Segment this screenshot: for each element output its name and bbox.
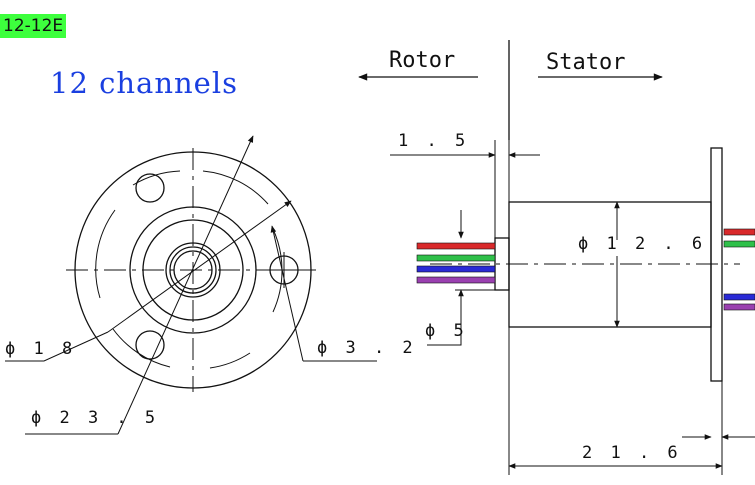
- wire-violet: [416, 276, 496, 284]
- dim-d5: ϕ 5: [425, 321, 468, 341]
- wire-red: [723, 228, 755, 236]
- d18-leader: [107, 200, 292, 333]
- lead-wires: [416, 228, 755, 311]
- wire-blue: [416, 265, 496, 273]
- dim-len-21-6: 2 1 . 6: [582, 443, 682, 463]
- dim-d3-2: ϕ 3 . 2: [317, 338, 417, 358]
- wire-blue: [723, 293, 755, 301]
- wire-green: [723, 240, 755, 248]
- front-view: [5, 135, 377, 435]
- dim-d18: ϕ 1 8: [5, 339, 76, 359]
- wire-violet: [723, 303, 755, 311]
- dim-d12-6: ϕ 1 2 . 6: [578, 234, 706, 254]
- model-tag: 12-12E: [0, 14, 67, 38]
- dim-len-1-5: 1 . 5: [398, 131, 469, 151]
- side-view: [358, 40, 755, 475]
- channel-count-title: 12 channels: [50, 66, 239, 100]
- d3-leader: [270, 225, 304, 362]
- wire-green: [416, 254, 496, 262]
- wire-red: [416, 242, 496, 250]
- d23-leader: [117, 135, 254, 435]
- mount-hole: [135, 330, 165, 360]
- rotor-label: Rotor: [389, 48, 455, 73]
- mount-hole: [135, 173, 165, 203]
- stator-label: Stator: [546, 50, 625, 75]
- dim-d23-5: ϕ 2 3 . 5: [31, 408, 159, 428]
